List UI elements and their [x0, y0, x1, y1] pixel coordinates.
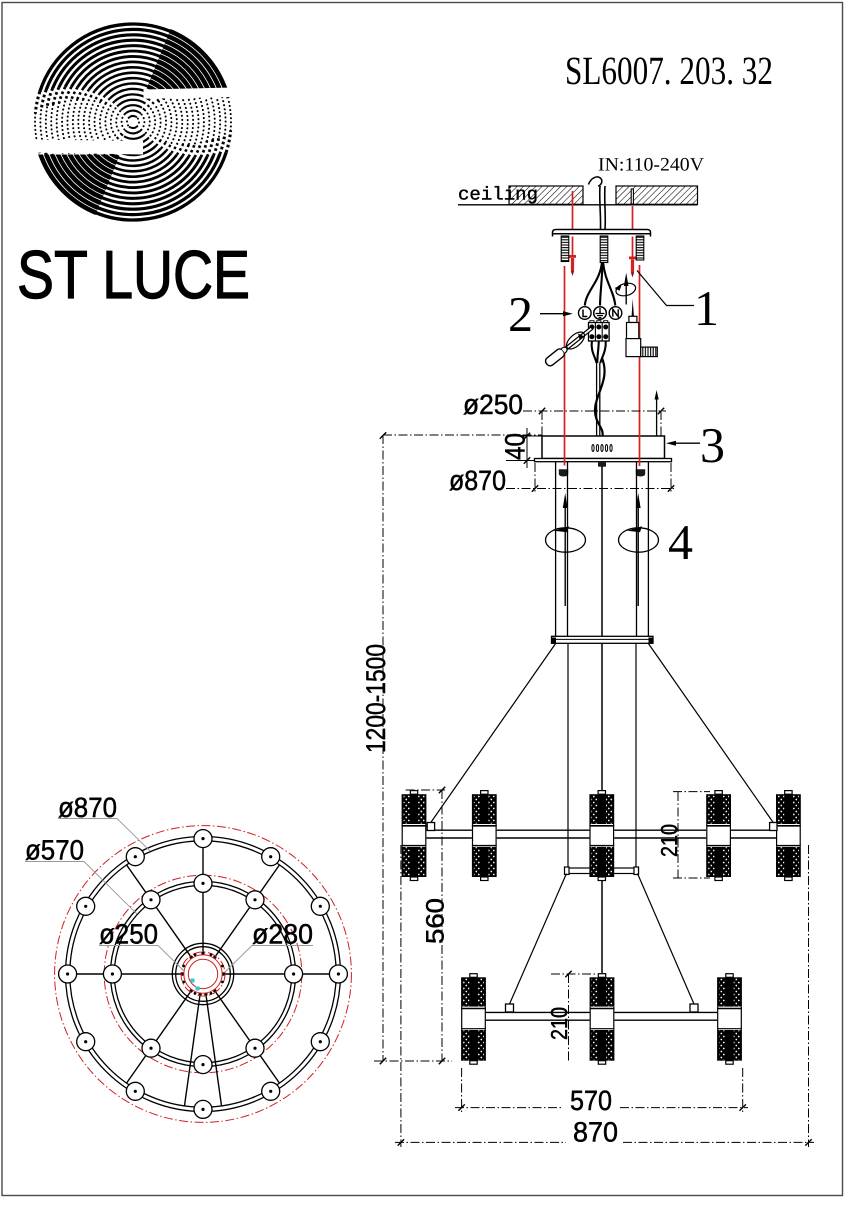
svg-text:1200-1500: 1200-1500: [361, 644, 391, 753]
svg-text:IN:110-240V: IN:110-240V: [598, 155, 704, 176]
svg-text:ø870: ø870: [449, 465, 506, 496]
svg-text:40: 40: [500, 433, 531, 460]
svg-text:4: 4: [668, 514, 693, 570]
svg-text:2: 2: [508, 286, 533, 342]
svg-text:210: 210: [546, 1007, 572, 1040]
svg-text:ø250: ø250: [99, 919, 158, 950]
svg-text:ø870: ø870: [58, 792, 117, 823]
svg-text:SL6007. 203. 32: SL6007. 203. 32: [565, 48, 773, 93]
svg-text:870: 870: [573, 1117, 618, 1148]
svg-text:1: 1: [694, 280, 719, 336]
svg-text:ø280: ø280: [252, 919, 313, 950]
svg-text:3: 3: [700, 417, 725, 473]
svg-text:560: 560: [422, 898, 450, 944]
svg-text:ST LUCE: ST LUCE: [17, 237, 250, 313]
svg-text:ø250: ø250: [463, 389, 523, 420]
svg-text:ceiling: ceiling: [458, 185, 538, 206]
svg-text:570: 570: [570, 1085, 612, 1116]
svg-text:210: 210: [656, 824, 682, 857]
svg-text:ø570: ø570: [25, 835, 84, 866]
